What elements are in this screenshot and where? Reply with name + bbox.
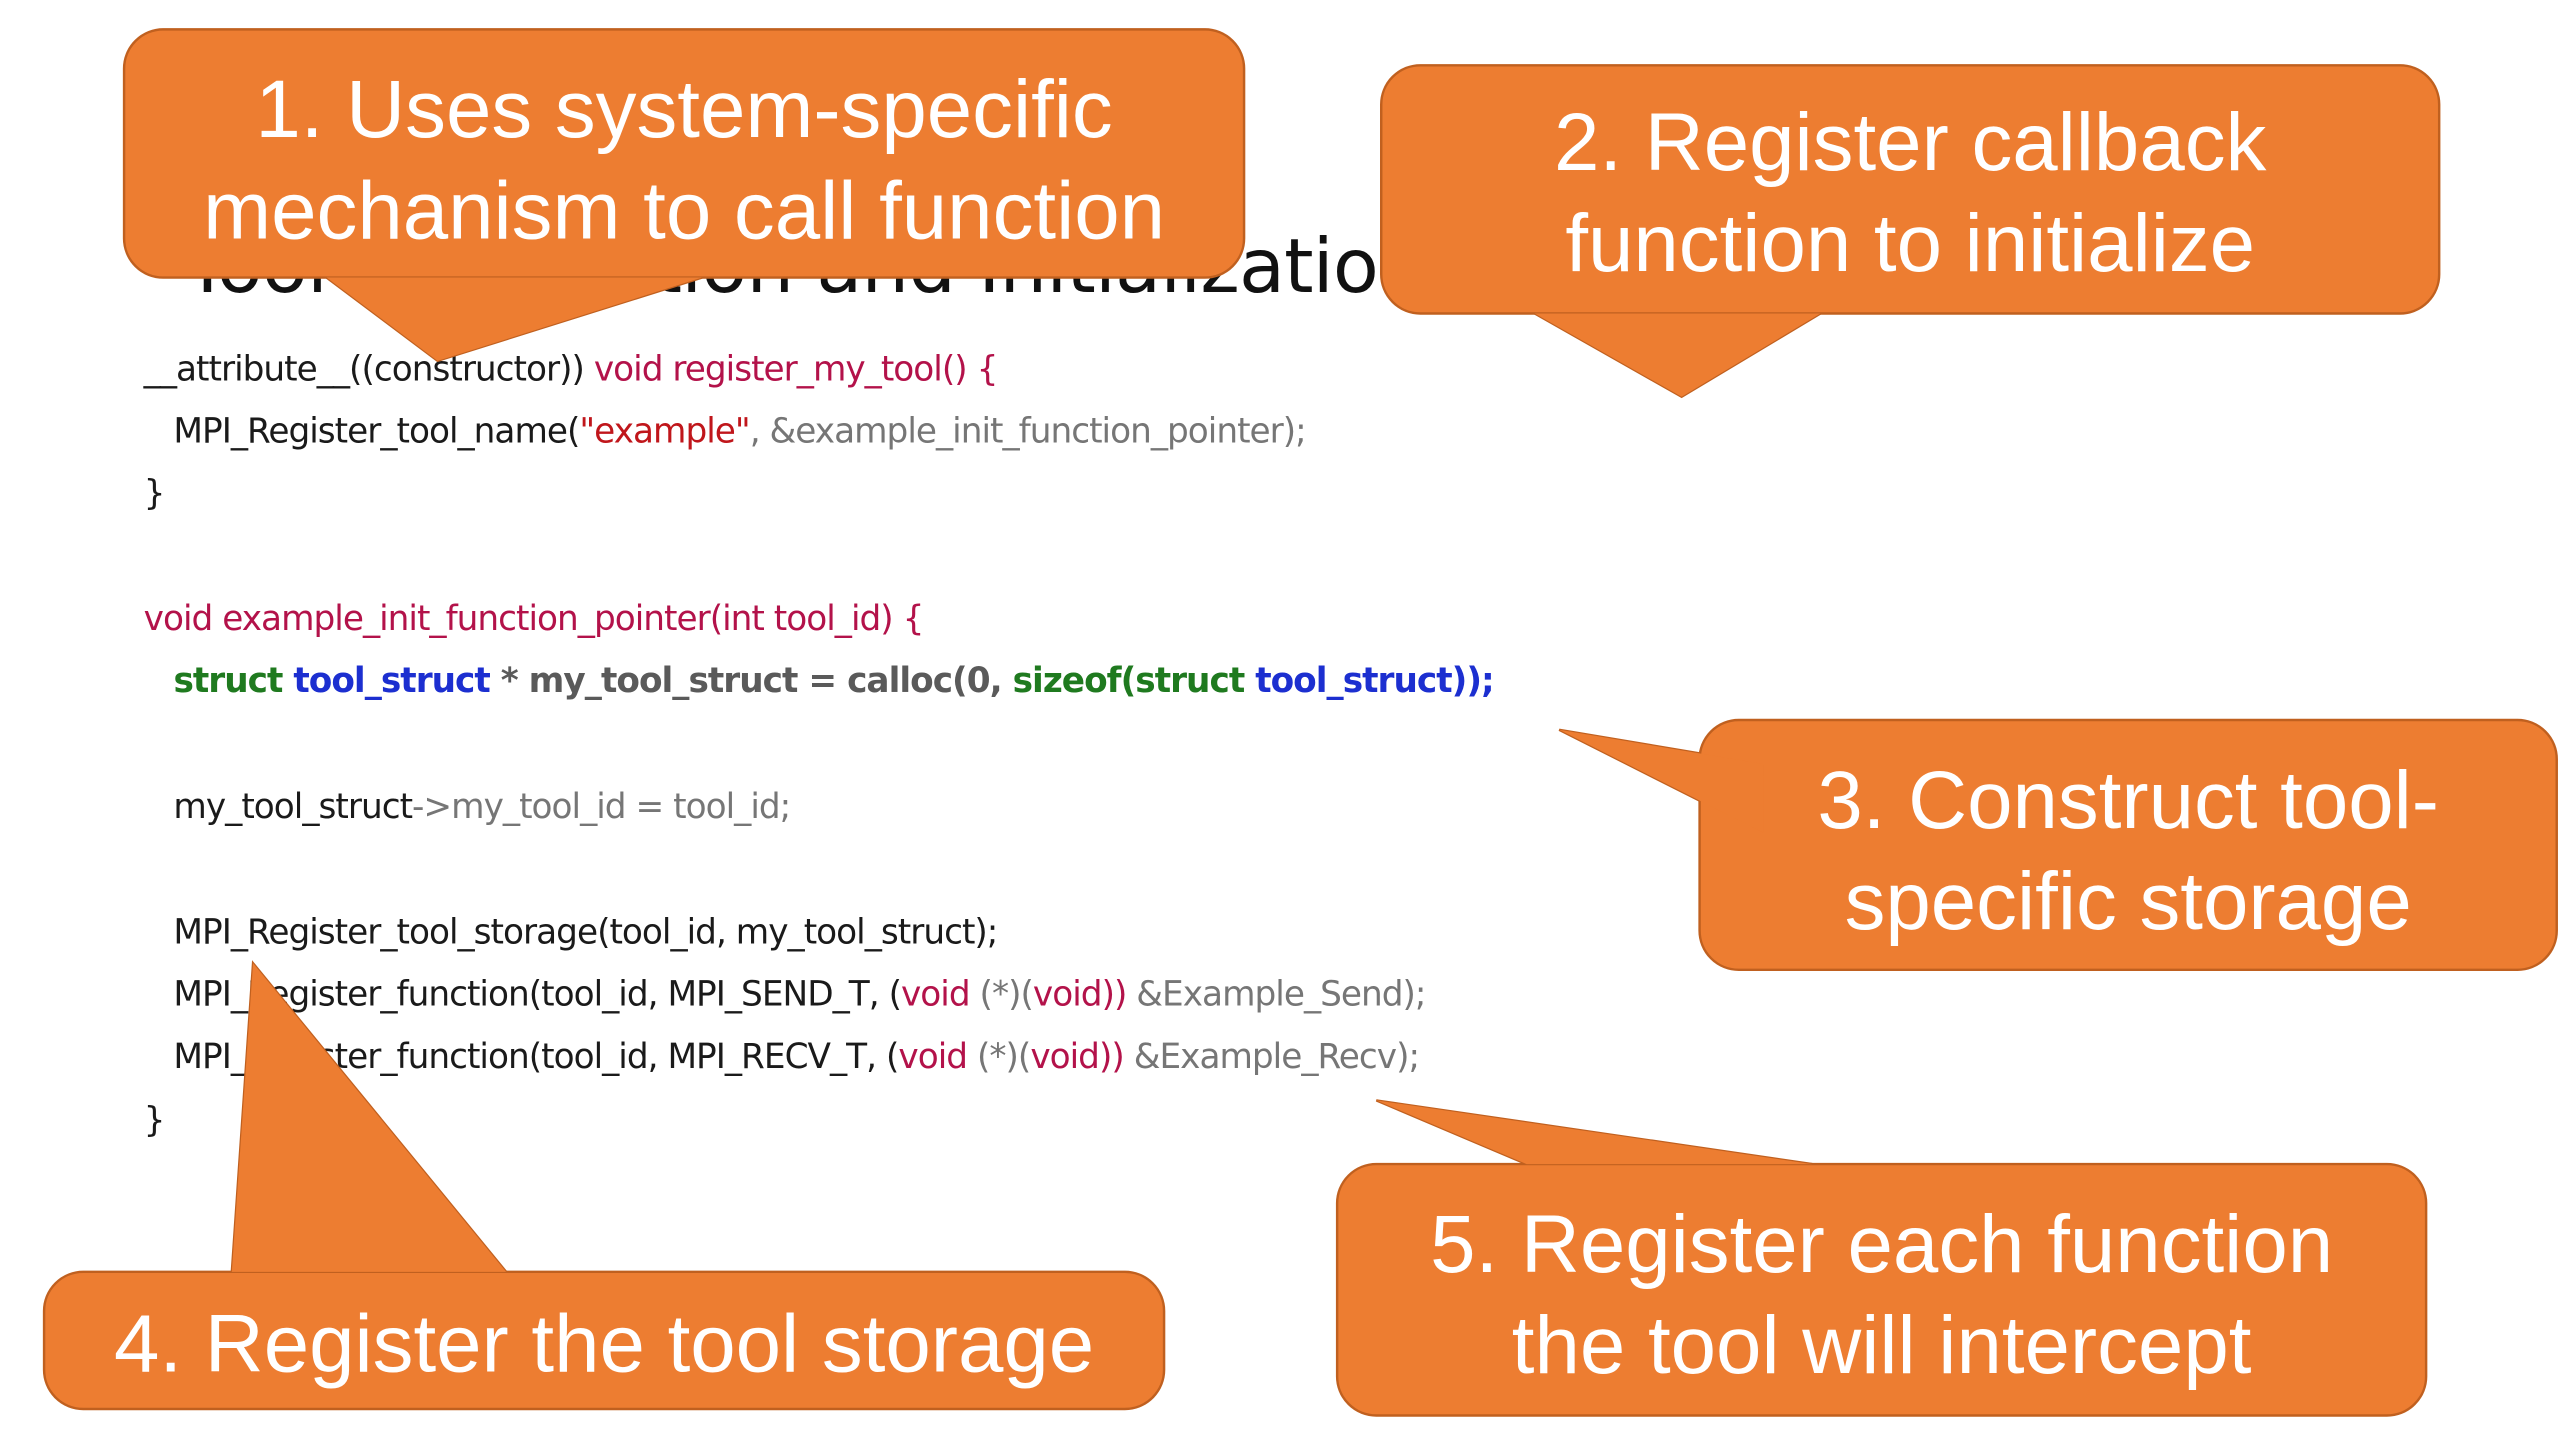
callout-box <box>42 1270 1166 1411</box>
code-token: ->my_tool_id = tool_id; <box>412 786 791 827</box>
callout-5-text: 5. Register each function the tool will … <box>1337 1193 2426 1395</box>
code-token: tool_struct)); <box>1244 661 1495 701</box>
code-token: __attribute__((constructor)) <box>143 349 594 389</box>
code-line: MPI_Register_tool_name("example", &examp… <box>144 411 1306 450</box>
code-token: sizeof(struct <box>1012 661 1246 701</box>
callout-5-shape <box>1335 1099 2428 1417</box>
code-line: } <box>143 473 166 513</box>
callout-1-text: 1. Uses system-specific mechanism to cal… <box>124 59 1244 261</box>
code-token: void example_init_function_pointer(int t… <box>143 599 925 639</box>
code-token: void <box>898 1036 968 1076</box>
code-token: void <box>900 974 971 1014</box>
code-line: struct tool_struct * my_tool_struct = ca… <box>144 661 1494 700</box>
callout-2-text: 2. Register callback function to initial… <box>1381 91 2439 293</box>
code-token: &Example_Send); <box>1136 974 1426 1014</box>
callout-box <box>1698 718 2558 972</box>
code-token: &Example_Recv); <box>1133 1036 1420 1076</box>
callout-box <box>1380 64 2441 315</box>
code-token: my_tool_struct <box>143 786 413 827</box>
callout-4-line-1: 4. Register the tool storage <box>114 1297 1095 1390</box>
code-block: __attribute__((constructor)) void regist… <box>144 349 1613 1165</box>
callout-1-line-1: 1. Uses system-specific <box>255 63 1113 156</box>
callout-4-shape <box>42 960 1166 1411</box>
code-token: } <box>143 1100 166 1140</box>
callout-pointer-fill <box>231 963 507 1272</box>
code-line: my_tool_struct->my_tool_id = tool_id; <box>144 787 791 826</box>
code-token: struct <box>173 661 283 701</box>
code-token: MPI_Register_tool_name( <box>143 411 580 451</box>
code-line: __attribute__((constructor)) void regist… <box>143 349 999 389</box>
callout-pointer-fill <box>1534 313 1821 397</box>
code-token: void <box>1030 1036 1100 1076</box>
code-token: )) <box>1101 974 1137 1014</box>
code-token: } <box>143 473 166 513</box>
code-token: tool_struct <box>282 661 490 701</box>
callout-box <box>122 28 1246 279</box>
code-token: )) <box>1098 1036 1134 1076</box>
code-token: (*)( <box>967 1036 1031 1076</box>
callout-5-line-1: 5. Register each function <box>1430 1198 2334 1290</box>
code-token: * my_tool_struct = calloc(0, <box>489 661 1013 701</box>
callout-3-line-1: 3. Construct tool- <box>1817 754 2439 846</box>
callout-1-line-2: mechanism to call function <box>203 164 1166 257</box>
callout-3-line-2: specific storage <box>1844 855 2412 947</box>
code-line: MPI_Register_tool_storage(tool_id, my_to… <box>144 913 998 952</box>
code-line: void example_init_function_pointer(int t… <box>143 599 925 639</box>
code-token: , &example_init_function_pointer); <box>749 411 1307 451</box>
callout-5-line-2: the tool will intercept <box>1511 1299 2252 1392</box>
code-token: void <box>1032 974 1103 1014</box>
callout-4-text: 4. Register the tool storage <box>44 1293 1164 1394</box>
code-token: void register_my_tool() { <box>593 349 999 389</box>
code-token: MPI_Register_tool_storage(tool_id, my_to… <box>143 912 998 952</box>
callout-1-shape <box>122 28 1246 363</box>
callout-2-line-2: function to initialize <box>1565 197 2256 289</box>
callout-pointer-fill <box>326 277 703 361</box>
callout-2-shape <box>1380 64 2441 399</box>
code-token: "example" <box>579 411 750 451</box>
callout-box <box>1335 1162 2428 1417</box>
code-token: (*)( <box>969 974 1034 1014</box>
callout-3-text: 3. Construct tool- specific storage <box>1700 749 2557 951</box>
code-line: } <box>143 1100 166 1140</box>
callout-3-shape <box>1558 718 2558 972</box>
callout-2-line-1: 2. Register callback <box>1554 96 2267 188</box>
